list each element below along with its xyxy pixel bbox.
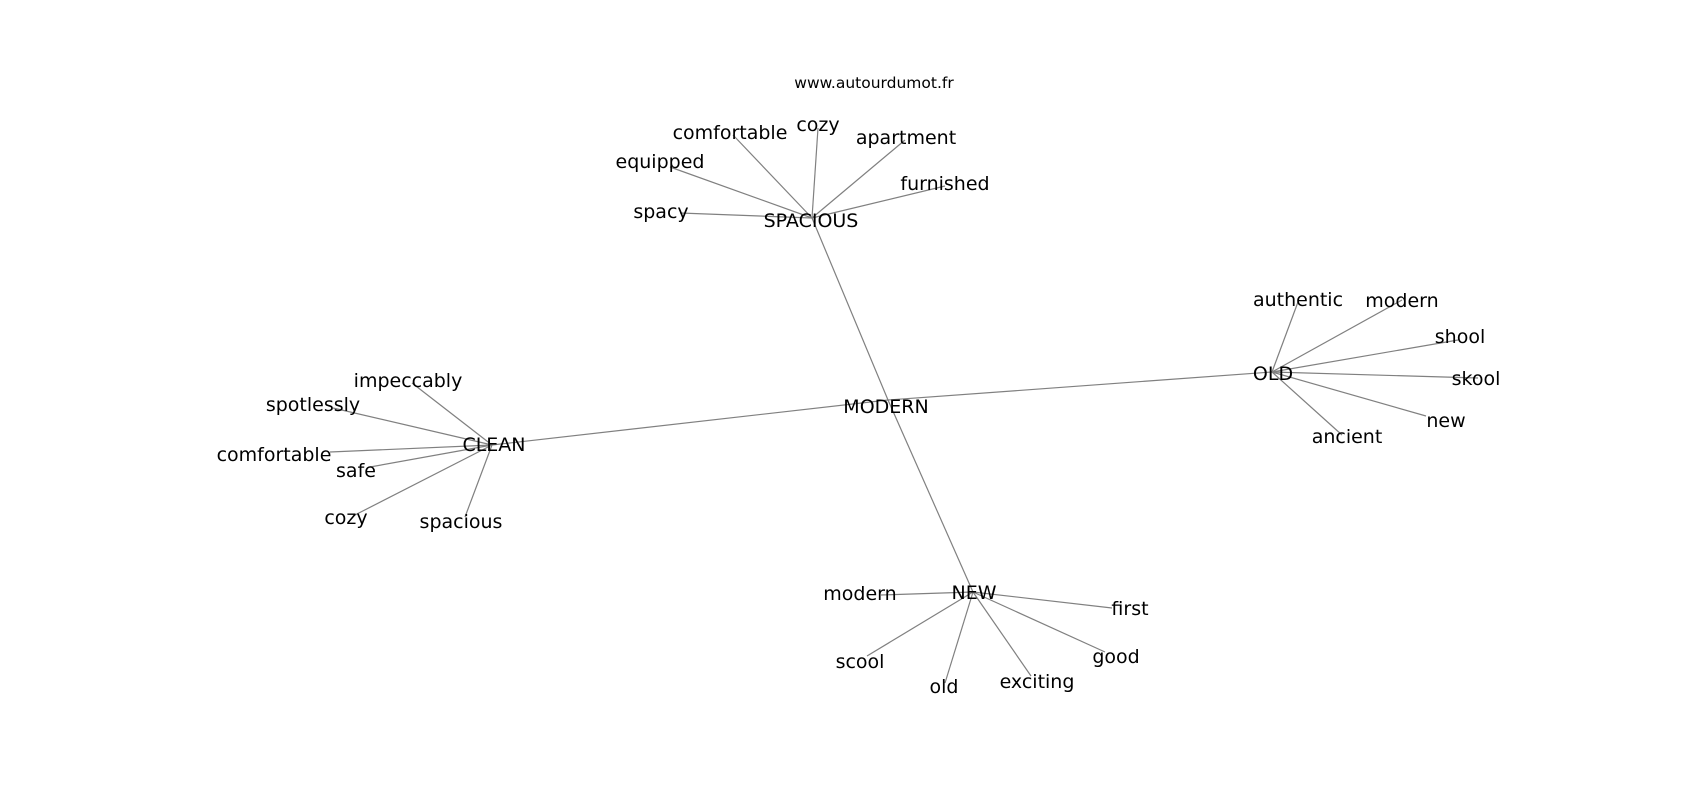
edge-clean-leaf xyxy=(352,444,493,517)
edge-spacious-leaf xyxy=(811,127,819,219)
cluster-node-label-clean: CLEAN xyxy=(462,434,525,456)
leaf-node-label: safe xyxy=(336,460,376,482)
source-watermark: www.autourdumot.fr xyxy=(794,74,954,92)
leaf-node-label: comfortable xyxy=(673,122,788,144)
edge-new-leaf xyxy=(880,591,974,596)
cluster-node-label-new: NEW xyxy=(951,582,996,604)
edge-center-to-spacious xyxy=(811,217,889,401)
edge-new-leaf xyxy=(972,591,1113,609)
leaf-node-label: modern xyxy=(823,583,896,605)
edge-spacious-leaf xyxy=(732,134,813,219)
leaf-node-label: impeccably xyxy=(354,370,463,392)
leaf-node-label: skool xyxy=(1452,368,1501,390)
edge-new-leaf xyxy=(972,591,1032,677)
leaf-node-label: spacious xyxy=(420,511,503,533)
leaf-node-label: furnished xyxy=(900,173,989,195)
edge-old-leaf xyxy=(1271,371,1479,379)
center-node-label: MODERN xyxy=(843,396,928,418)
leaf-node-label: new xyxy=(1426,410,1465,432)
edge-old-leaf xyxy=(1271,371,1343,436)
leaf-node-label: apartment xyxy=(856,127,956,149)
leaf-node-label: exciting xyxy=(1000,671,1075,693)
edge-old-leaf xyxy=(1271,339,1459,373)
edge-old-leaf xyxy=(1271,301,1299,373)
edge-new-leaf xyxy=(866,591,974,657)
edge-clean-leaf xyxy=(332,407,493,446)
leaf-node-label: first xyxy=(1111,598,1148,620)
graph-edges xyxy=(329,127,1479,684)
leaf-node-label: comfortable xyxy=(217,444,332,466)
leaf-node-label: old xyxy=(930,676,959,698)
edge-clean-leaf xyxy=(369,444,493,468)
leaf-node-label: equipped xyxy=(616,151,705,173)
edge-old-leaf xyxy=(1271,299,1403,373)
edge-clean-leaf xyxy=(464,444,493,518)
leaf-node-label: spotlessly xyxy=(266,394,360,416)
edge-clean-leaf xyxy=(411,382,493,446)
cluster-node-label-old: OLD xyxy=(1253,363,1293,385)
edge-center-to-old xyxy=(887,371,1273,401)
leaf-node-label: ancient xyxy=(1312,426,1383,448)
edge-spacious-leaf xyxy=(669,166,813,219)
leaf-node-label: cozy xyxy=(324,507,367,529)
edge-new-leaf xyxy=(972,591,1106,653)
cluster-node-label-spacious: SPACIOUS xyxy=(764,210,859,232)
edge-center-to-clean xyxy=(491,399,889,446)
edge-spacious-leaf xyxy=(811,139,906,219)
edge-spacious-leaf xyxy=(679,212,813,219)
graph-labels: www.autourdumot.fr MODERN comfortable cozy… xyxy=(217,74,1501,698)
leaf-node-label: spacy xyxy=(633,201,688,223)
edge-center-to-new xyxy=(887,399,974,593)
leaf-node-label: modern xyxy=(1365,290,1438,312)
edge-old-leaf xyxy=(1271,371,1427,417)
leaf-node-label: authentic xyxy=(1253,289,1343,311)
edge-new-leaf xyxy=(944,591,974,684)
edge-spacious-leaf xyxy=(811,185,946,219)
leaf-node-label: cozy xyxy=(796,114,839,136)
leaf-node-label: shool xyxy=(1435,326,1485,348)
edge-clean-leaf xyxy=(329,444,493,453)
leaf-node-label: good xyxy=(1092,646,1139,668)
leaf-node-label: scool xyxy=(836,651,885,673)
